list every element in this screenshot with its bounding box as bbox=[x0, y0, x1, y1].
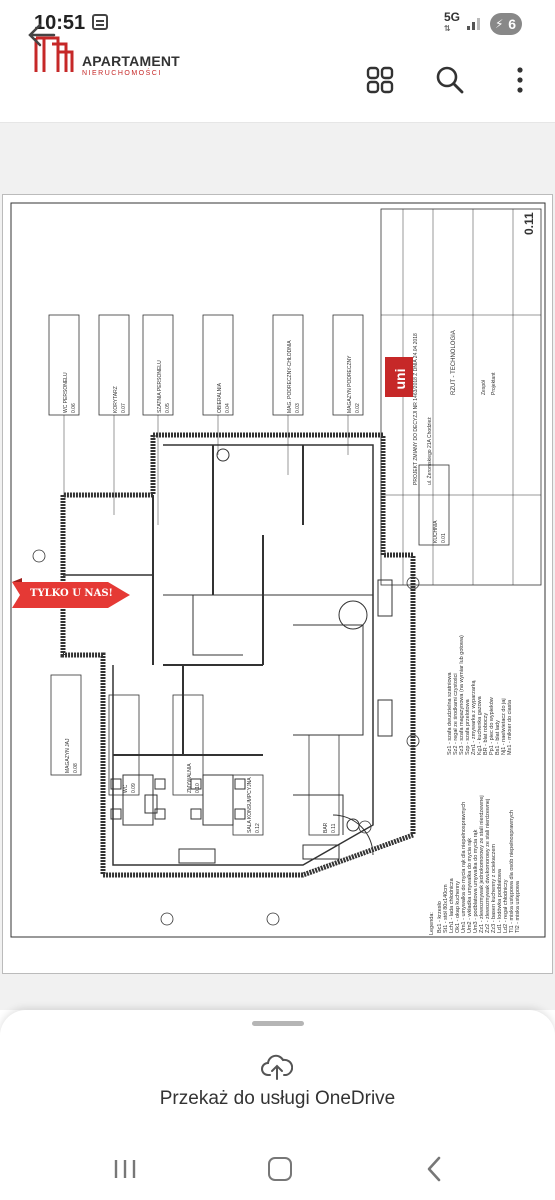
legend-item: St1 - stół 80x140cm bbox=[443, 884, 449, 933]
recents-icon[interactable] bbox=[112, 1158, 138, 1180]
legend-item: Um1 - umywalka do mycia rąk dla niepełno… bbox=[461, 802, 467, 933]
legend-item: BR - blat roboczy bbox=[483, 713, 489, 755]
room-number: 0.03 bbox=[295, 403, 301, 413]
network-indicator: 5G ⇅ bbox=[444, 10, 461, 33]
room-tag-texts: WC PERSONELU 0.06 KORYTARZ 0.07 SZATNIA … bbox=[63, 340, 447, 833]
room-number: 0.09 bbox=[131, 783, 137, 793]
logo-icon bbox=[34, 36, 74, 72]
brand-logo[interactable]: APARTAMENT NIERUCHOMOŚCI bbox=[82, 53, 180, 77]
room-name: WC PERSONELU bbox=[63, 372, 69, 413]
room-number: 0.11 bbox=[331, 823, 337, 833]
room-name: ZMYWALNIA bbox=[187, 763, 193, 793]
promo-label: TYLKO U NAS! bbox=[30, 588, 113, 599]
room-name: MAGAZYN PODRECZNY bbox=[347, 355, 353, 413]
title-address: ul. Żeromskiego 21A Chodzież bbox=[426, 417, 433, 485]
legend-item: Zm1 - zmywarka z wyparzarką bbox=[471, 679, 477, 755]
legend-item: Um3 - podblatowa umywalka do mycia rąk bbox=[473, 829, 479, 933]
dimension-markers bbox=[32, 549, 420, 926]
legend-item: Tl2 - miska ustępowa bbox=[515, 880, 521, 933]
title-block: uni PROJEKT ZMIANY DO DECYZJI NR 1463/20… bbox=[380, 208, 542, 586]
room-tags-top bbox=[48, 314, 450, 836]
notification-icon bbox=[92, 14, 108, 30]
dining-furniture bbox=[110, 774, 246, 826]
legend-item: Tl1 - miska ustępowa dla osób niepełnosp… bbox=[509, 810, 515, 933]
search-icon[interactable] bbox=[434, 64, 464, 94]
legend-item: Szp - szafa przelotowa bbox=[465, 698, 471, 755]
room-name: KORYTARZ bbox=[113, 386, 119, 413]
legend-item: Sz2 - regał ze środkami czystości bbox=[453, 673, 459, 755]
room-name: MAG. PODRECZNY-CHŁODNIA bbox=[287, 340, 293, 413]
legend-2: Sz1 - szafa dwudzielna szatniowa Sz2 - r… bbox=[447, 635, 513, 755]
battery-icon: ⚡6 bbox=[490, 13, 522, 35]
legend-title: Legenda: bbox=[429, 912, 435, 935]
title-project: PROJEKT ZMIANY DO DECYZJI NR 1463/2018 Z… bbox=[413, 333, 419, 485]
legend-item: Sz1 - szafa dwudzielna szatniowa bbox=[447, 672, 453, 755]
legend-item: Ld2 - regał chłodniczy bbox=[503, 879, 509, 933]
nav-back-icon[interactable] bbox=[424, 1156, 444, 1182]
brand-name: APARTAMENT bbox=[82, 53, 180, 69]
svg-text:uni: uni bbox=[392, 369, 408, 390]
room-number: 0.06 bbox=[71, 403, 77, 413]
room-name: SZATNIA PERSONELU bbox=[157, 360, 163, 413]
room-number: 0.05 bbox=[165, 403, 171, 413]
legend-item: Ld1 - lodówka podblatowa bbox=[497, 868, 503, 933]
grid-icon[interactable] bbox=[366, 66, 394, 94]
legend-item: Zz2 - zlewozmywak dwukomorowy ze stali n… bbox=[485, 799, 491, 933]
title-team: Zespół bbox=[481, 379, 487, 395]
status-time: 10:51 bbox=[34, 12, 86, 34]
room-number: 0.12 bbox=[255, 823, 261, 833]
battery-level: 6 bbox=[508, 16, 516, 32]
room-number: 0.07 bbox=[121, 403, 127, 413]
room-name: KUCHNIA bbox=[433, 520, 439, 543]
cloud-upload-icon[interactable] bbox=[261, 1053, 293, 1081]
legend-item: Bs1 - blat lady bbox=[495, 720, 501, 755]
onedrive-share-button[interactable]: Przekaż do usługi OneDrive bbox=[159, 1088, 396, 1109]
room-number: 0.04 bbox=[225, 403, 231, 413]
more-vert-icon[interactable] bbox=[508, 66, 532, 94]
status-bar: 10:51 5G ⇅ ⚡6 bbox=[0, 0, 555, 46]
legend-item: Pp1 - piec do wypieków bbox=[489, 697, 495, 755]
legend-item: Zz3 - basen kuchenny z ociekaczem bbox=[491, 844, 497, 933]
brand-subtitle: NIERUCHOMOŚCI bbox=[82, 70, 162, 77]
sheet-drag-handle[interactable] bbox=[252, 1021, 304, 1026]
app-bar-divider bbox=[0, 122, 555, 123]
title-sheet-no: 0.11 bbox=[522, 212, 536, 235]
title-sheet: RZUT - TECHNOLOGIA bbox=[451, 330, 457, 395]
home-icon[interactable] bbox=[268, 1157, 292, 1181]
legend-item: Sz3 - szafa magazynowa (na wymiar lub go… bbox=[459, 635, 465, 755]
legend-item: Kg1 - kuchenka gazowa bbox=[477, 695, 483, 755]
legend: Legenda: Bc1 - krzesło St1 - stół 80x140… bbox=[429, 795, 521, 935]
legend-item: Um2 - wkładka umywalka do mycia rąk bbox=[467, 838, 473, 933]
room-number: 0.08 bbox=[73, 763, 79, 773]
back-arrow-icon[interactable] bbox=[26, 20, 56, 50]
legend-item: Mx1 - mikser do ciasta bbox=[507, 699, 513, 755]
building-walls bbox=[60, 432, 416, 878]
room-name: BAR bbox=[323, 822, 329, 833]
legend-item: Zz1 - zlewozmywak jednokomorowy ze stali… bbox=[479, 795, 485, 933]
room-number: 0.02 bbox=[355, 403, 361, 413]
share-sheet bbox=[0, 1010, 555, 1200]
legend-item: Nj1 - naelwietacz do jaj bbox=[501, 698, 507, 755]
promo-badge[interactable] bbox=[12, 578, 132, 612]
legend-item: Bc1 - krzesło bbox=[437, 901, 443, 933]
legend-item: Lch1 - lada chłodnicza bbox=[449, 877, 455, 933]
room-number: 0.01 bbox=[441, 533, 447, 543]
room-name: WC bbox=[123, 784, 129, 793]
room-name: OBIERALNIA bbox=[217, 382, 223, 413]
room-name: SALA KONSUMPCYJNA bbox=[247, 777, 253, 833]
legend-item: Ok1 - okap kuchenny bbox=[455, 881, 461, 933]
room-number: 0.10 bbox=[195, 783, 201, 793]
title-designer: Projektant bbox=[491, 372, 497, 395]
signal-icon bbox=[467, 18, 480, 30]
room-name: MAGAZYN JAJ bbox=[65, 738, 71, 773]
